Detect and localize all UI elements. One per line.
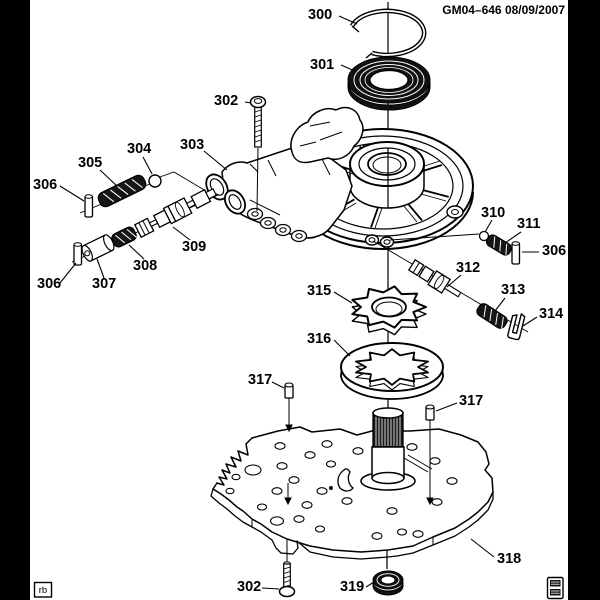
callout-315: 315 [307,283,331,299]
callout-306-lower-left: 306 [37,276,61,292]
part-306-pin-upper-left [84,194,94,218]
callout-313: 313 [501,282,525,298]
callout-312: 312 [456,260,480,276]
callout-308: 308 [133,258,157,274]
dowel-pin-insert-lines [284,398,434,506]
callout-304: 304 [127,141,151,157]
part-306-pin-right [511,241,521,265]
part-300-snap-ring [349,8,427,59]
author-initials: rb [39,585,47,596]
part-302-bolt-bottom [278,561,296,598]
callout-303: 303 [180,137,204,153]
bolt-302-top-axis [256,147,259,212]
part-314-retaining-clip [507,313,526,341]
part-312-valve-train [407,259,462,298]
part-308-spring [111,226,137,248]
part-310-check-ball [478,230,490,242]
pump-drive-shaft [371,407,405,485]
callout-319: 319 [340,579,364,595]
callout-300: 300 [308,7,332,23]
part-306-pin-lower-left [73,242,83,266]
callout-316: 316 [307,331,331,347]
callout-317-left: 317 [248,372,272,388]
part-315-inner-rotor [351,285,427,336]
part-301-oil-seal [347,56,431,111]
callout-310: 310 [481,205,505,221]
callout-307: 307 [92,276,116,292]
callout-labels: 300 301 302 303 304 305 306 306 307 308 … [33,7,566,595]
valve-body-bosses [246,207,308,243]
callout-305: 305 [78,155,102,171]
callout-306-upper-left: 306 [33,177,57,193]
axis-304-to-bore [156,171,207,192]
part-307-bore-plug [81,234,115,262]
callout-302-top: 302 [214,93,238,109]
document-code: GM04–646 08/09/2007 [442,3,565,17]
part-304-check-ball [148,174,162,188]
part-316-outer-rotor [340,342,444,400]
callout-311: 311 [517,216,540,232]
callout-309: 309 [182,239,206,255]
plate-holes [225,440,458,540]
tower-detail-lines [299,121,343,147]
part-309-regulator-valve [133,188,217,239]
part-305-spring [97,174,147,208]
print-icon [546,576,564,600]
part-319-seal-ring [372,570,404,596]
part-317-dowel-pin-right [425,404,435,421]
callout-318: 318 [497,551,521,567]
right-black-bar [568,0,600,600]
part-302-bolt-top [249,95,267,148]
callout-314: 314 [539,306,563,322]
callout-302-bottom: 302 [237,579,261,595]
callout-306-right: 306 [542,243,566,259]
part-317-dowel-pin-left [284,382,294,399]
axis-310-311 [389,233,480,241]
part-311-spring [486,234,512,256]
left-black-bar [0,0,30,600]
author-initials-box: rb [33,581,53,598]
callout-317-right: 317 [459,393,483,409]
leader-lines [59,15,539,590]
callout-301: 301 [310,57,334,73]
part-318-spacer-plate [210,426,494,560]
